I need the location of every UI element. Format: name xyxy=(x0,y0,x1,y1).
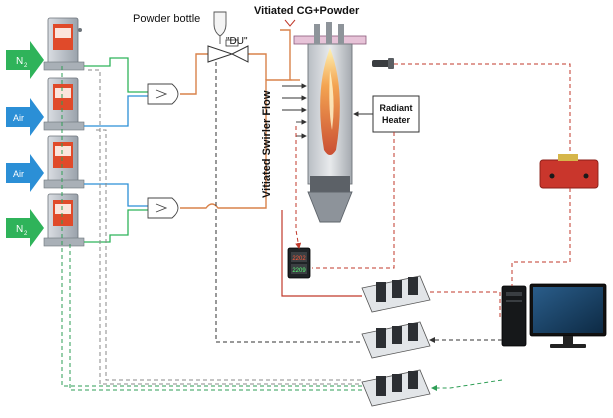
air-inlet-label-2: Air xyxy=(13,169,24,179)
n2-inlet-arrow-1: N 2 xyxy=(6,41,44,79)
air-inlet-arrow-2: Air xyxy=(6,154,44,192)
radiant-heater-label-2: Heater xyxy=(382,115,411,125)
dispersion-unit xyxy=(207,39,249,63)
mass-flow-controller-2 xyxy=(43,77,85,131)
io-module-2 xyxy=(361,321,431,359)
optical-sensor xyxy=(372,58,394,69)
air-inlet-label-1: Air xyxy=(13,113,24,123)
radiant-heater-label-1: Radiant xyxy=(379,103,412,113)
gas-lines xyxy=(84,57,148,243)
daq-box xyxy=(539,154,599,189)
n2-inlet-label-2: N xyxy=(16,224,23,235)
du-label: "DU" xyxy=(226,36,248,47)
mass-flow-controller-4 xyxy=(43,193,85,247)
powder-bottle-label: Powder bottle xyxy=(133,13,200,25)
signal-lines-black xyxy=(215,62,502,343)
vitiated-flow-lines xyxy=(180,29,300,209)
temperature-controller: 2202 2209 xyxy=(287,247,311,279)
monitor xyxy=(529,283,607,348)
radiant-heater: Radiant Heater xyxy=(353,95,420,133)
mass-flow-controller-1 xyxy=(43,17,85,71)
mixer-upper xyxy=(147,83,179,105)
io-module-3 xyxy=(361,369,431,407)
io-module-1 xyxy=(361,275,431,313)
signal-lines-green xyxy=(61,66,503,391)
signal-lines-gray xyxy=(88,69,362,385)
swirler-inlets xyxy=(282,83,307,139)
combustion-chamber xyxy=(293,22,367,223)
vitiated-swirler-flow-label: Vitiated Swirler Flow xyxy=(261,90,273,198)
n2-inlet-sub-1: 2 xyxy=(24,63,28,69)
computer-tower xyxy=(501,285,527,347)
powder-bottle xyxy=(213,11,227,44)
controller-display-top: 2202 xyxy=(292,256,306,262)
controller-link-solid xyxy=(281,210,362,297)
controller-display-bottom: 2209 xyxy=(292,268,306,274)
n2-inlet-arrow-2: N 2 xyxy=(6,209,44,247)
air-inlet-arrow-1: Air xyxy=(6,98,44,136)
n2-inlet-label-1: N xyxy=(16,56,23,67)
signal-lines-red xyxy=(295,63,571,320)
vitiated-cg-powder-label: Vitiated CG+Powder xyxy=(254,5,360,17)
n2-inlet-sub-2: 2 xyxy=(24,231,28,237)
mixer-lower xyxy=(147,197,179,219)
mass-flow-controller-3 xyxy=(43,135,85,189)
